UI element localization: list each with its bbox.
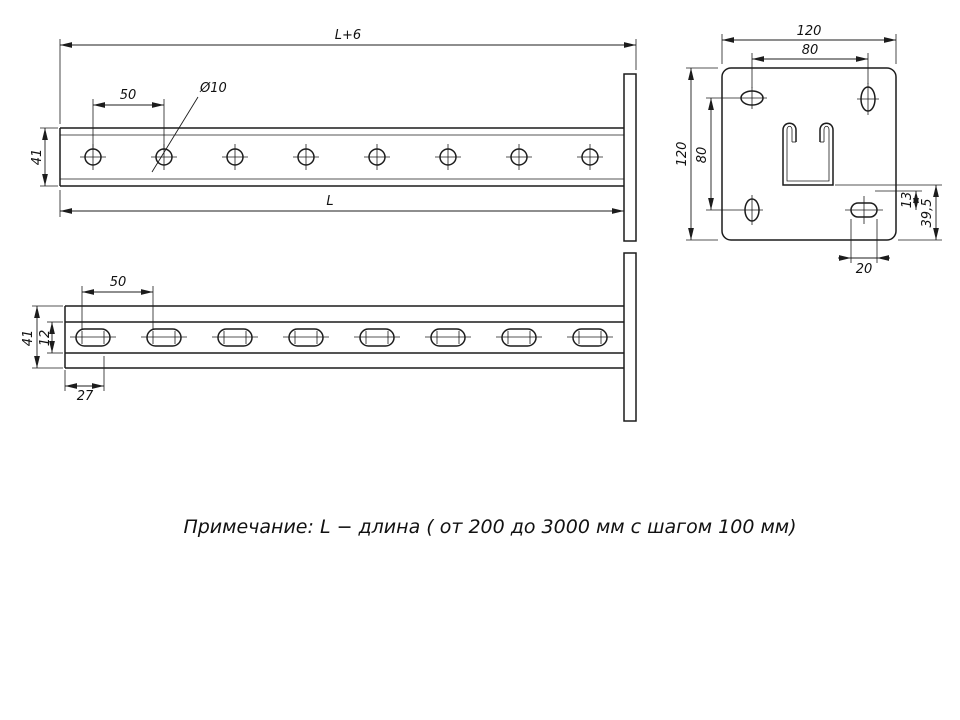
side-view-holes — [80, 144, 603, 170]
bottom-view-strut-outline — [64, 305, 624, 369]
dim-plate-height: 120 — [675, 67, 718, 241]
dim-hole-span-vertical: 80 — [695, 97, 741, 211]
dim-plate-width: 120 — [721, 24, 897, 64]
dim-slot-width: 12 — [38, 321, 63, 354]
dim-hole-pitch: 50 — [92, 88, 165, 150]
dim-label-slot-width: 12 — [38, 330, 53, 347]
dim-label-slot-end-offset: 27 — [77, 389, 94, 404]
dim-profile-height: 41 — [30, 127, 58, 187]
bottom-view-slots — [70, 328, 613, 347]
dim-label-overall-length: L+6 — [335, 28, 361, 43]
face-view-holes — [737, 83, 883, 225]
hole-bottom-right — [845, 196, 883, 224]
dim-label-plate-height: 120 — [675, 142, 690, 167]
dim-label-length: L — [326, 194, 333, 209]
side-view: L+6 50 Ø10 41 L — [30, 28, 637, 242]
dim-label-hole-pitch: 50 — [120, 88, 137, 103]
dim-slot-length: 20 — [838, 219, 890, 277]
dim-label-plate-width: 120 — [797, 24, 822, 39]
dim-profile-width: 41 — [21, 305, 63, 369]
face-view-plate — [721, 67, 897, 241]
bottom-view: 50 41 12 27 — [21, 252, 637, 422]
drawing-note: Примечание: L − длина ( от 200 до 3000 м… — [183, 516, 796, 538]
bottom-view-end-plate — [623, 252, 637, 422]
dim-label-slot-length: 20 — [856, 262, 873, 277]
dim-slot-end-offset: 27 — [64, 356, 105, 404]
dim-length: L — [59, 190, 625, 217]
dim-label-slot-pitch: 50 — [110, 275, 127, 290]
dim-hole-diameter: Ø10 — [151, 81, 227, 173]
dim-label-slot-center: 39,5 — [920, 199, 935, 228]
side-view-end-plate — [623, 73, 637, 242]
face-view: 120 80 120 80 13 — [675, 24, 942, 277]
dim-label-hole-span-horizontal: 80 — [802, 43, 819, 58]
dim-label-profile-height: 41 — [30, 149, 45, 166]
hole-bottom-left — [741, 195, 763, 225]
dim-label-hole-span-vertical: 80 — [695, 147, 710, 164]
strut-profile-section — [782, 122, 834, 186]
dim-hole-span-horizontal: 80 — [751, 43, 869, 88]
dim-slot-center: 39,5 — [835, 184, 942, 241]
dim-overall-length: L+6 — [59, 28, 637, 124]
dim-label-slot-offset: 13 — [900, 192, 915, 209]
side-view-strut-outline — [59, 127, 624, 187]
dim-label-profile-width: 41 — [21, 330, 36, 347]
dim-label-hole-diameter: Ø10 — [199, 81, 227, 96]
hole-top-right — [857, 83, 879, 115]
dim-slot-offset: 13 — [875, 190, 922, 210]
hole-top-left — [737, 87, 767, 109]
dim-slot-pitch: 50 — [81, 275, 154, 330]
